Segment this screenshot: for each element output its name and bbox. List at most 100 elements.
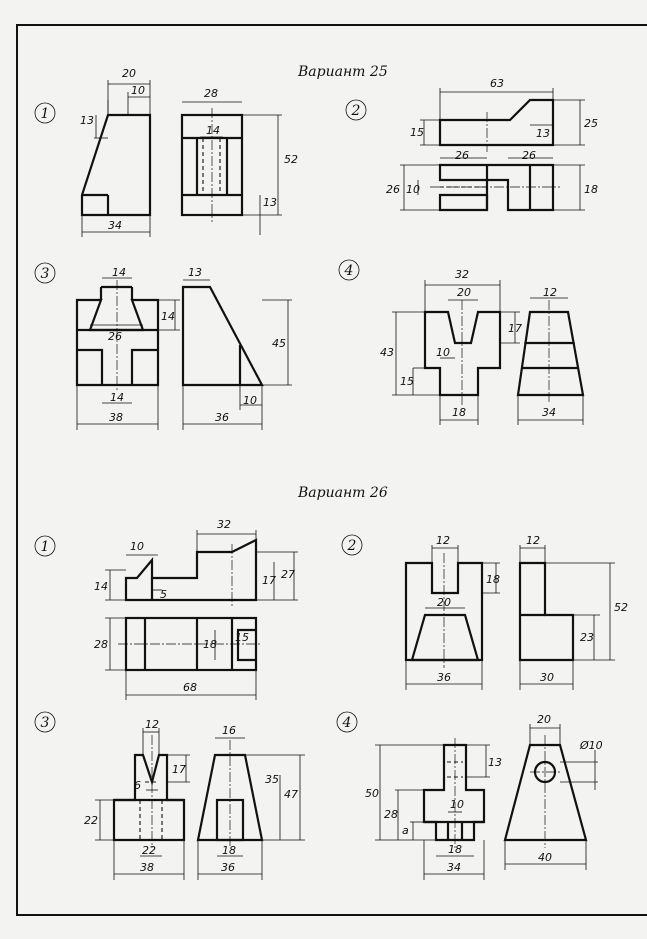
front-view (404, 545, 500, 690)
dim-label: 10 (450, 798, 464, 811)
task-number-circle (336, 711, 358, 733)
dim-label: 5 (160, 588, 167, 601)
dim-label: 26 (522, 149, 536, 162)
dim-label: 26 (455, 149, 469, 162)
task-25-4: 4 (338, 259, 585, 425)
front-view (392, 280, 520, 425)
task-26-3: 3 (34, 711, 305, 880)
front-view (95, 728, 190, 880)
dim-label: 14 (112, 266, 126, 279)
sheet-frame (16, 24, 647, 916)
dim-label: 10 (131, 84, 145, 97)
dim-label: 13 (80, 114, 94, 127)
dim-label: 6 (134, 779, 141, 792)
dim-label: 18 (222, 844, 236, 857)
dim-label: 38 (109, 411, 123, 424)
task-number: 1 (41, 106, 50, 122)
dim-label: 30 (540, 671, 554, 684)
dim-label: 38 (140, 861, 154, 874)
side-view (180, 101, 282, 235)
dim-label: 43 (380, 346, 394, 359)
dim-label: 47 (284, 788, 298, 801)
dim-label: 13 (488, 756, 502, 769)
dim-label: 18 (448, 843, 462, 856)
task-26-4: 4 (336, 711, 603, 880)
dim-label: 16 (222, 724, 236, 737)
front-view (105, 530, 298, 606)
dim-label: 12 (436, 534, 450, 547)
dim-label: 32 (455, 268, 469, 281)
dim-label: 12 (543, 286, 557, 299)
side-view (516, 297, 585, 425)
task-25-2: 2 (345, 77, 598, 212)
task-number: 4 (342, 715, 352, 731)
dim-label: 20 (457, 286, 471, 299)
dim-label: 36 (437, 671, 451, 684)
dim-label: 14 (161, 310, 175, 323)
dim-label: 34 (542, 406, 556, 419)
dim-label: 45 (272, 337, 286, 350)
dim-label: 20 (122, 67, 136, 80)
dim-label: 12 (145, 718, 159, 731)
dim-label: 10 (406, 183, 420, 196)
dim-label: 36 (221, 861, 235, 874)
dim-label: 18 (584, 183, 598, 196)
dim-label: 32 (217, 518, 231, 531)
task-number-circle (341, 534, 363, 556)
top-view (105, 616, 262, 700)
task-number: 4 (344, 263, 354, 279)
dim-label: 13 (536, 127, 550, 140)
dim-label: 68 (183, 681, 197, 694)
task-number-circle (338, 259, 360, 281)
task-number-circle (34, 102, 56, 124)
task-25-3: 3 (34, 262, 292, 430)
front-view (375, 738, 490, 880)
dim-label: 14 (206, 124, 220, 137)
dim-label: 17 (172, 763, 186, 776)
dim-label: 36 (215, 411, 229, 424)
task-number-circle (34, 711, 56, 733)
side-view (518, 545, 615, 690)
dim-label: 34 (447, 861, 461, 874)
dim-label: 50 (365, 787, 379, 800)
dim-label: 15 (410, 126, 424, 139)
dim-label: a (402, 824, 409, 837)
task-number: 3 (41, 266, 50, 282)
front-view (75, 277, 180, 430)
task-number-circle (34, 262, 56, 284)
variant-title: Вариант 26 (297, 485, 388, 501)
dim-label: 40 (538, 851, 552, 864)
dim-label: 17 (508, 322, 522, 335)
dim-label: 28 (94, 638, 108, 651)
dim-label: 13 (263, 196, 277, 209)
dim-label: 18 (203, 638, 217, 651)
task-26-1: 1 (34, 518, 298, 700)
dim-label: 14 (94, 580, 108, 593)
top-view (400, 157, 585, 212)
dim-label: 12 (526, 534, 540, 547)
dim-label: 18 (452, 406, 466, 419)
dim-label: 52 (284, 153, 298, 166)
dim-label: 23 (580, 631, 594, 644)
task-26-2: 2 (341, 534, 628, 690)
dim-label: 20 (437, 596, 451, 609)
dim-label: 28 (204, 87, 218, 100)
task-number-circle (345, 99, 367, 121)
dim-label: 18 (486, 573, 500, 586)
dim-label: 15 (235, 631, 249, 644)
dim-label: 35 (265, 773, 279, 786)
front-view (80, 80, 152, 237)
dim-label: 27 (281, 568, 295, 581)
dim-label: 26 (108, 330, 122, 343)
dim-label: 14 (110, 391, 124, 404)
task-number: 2 (351, 103, 361, 119)
dim-label: 25 (584, 117, 598, 130)
dim-label: 13 (188, 266, 202, 279)
dim-label: 26 (386, 183, 400, 196)
task-number: 2 (347, 538, 357, 554)
front-view (420, 88, 585, 152)
dim-label: 10 (243, 394, 257, 407)
variant-title: Вариант 25 (297, 64, 388, 80)
